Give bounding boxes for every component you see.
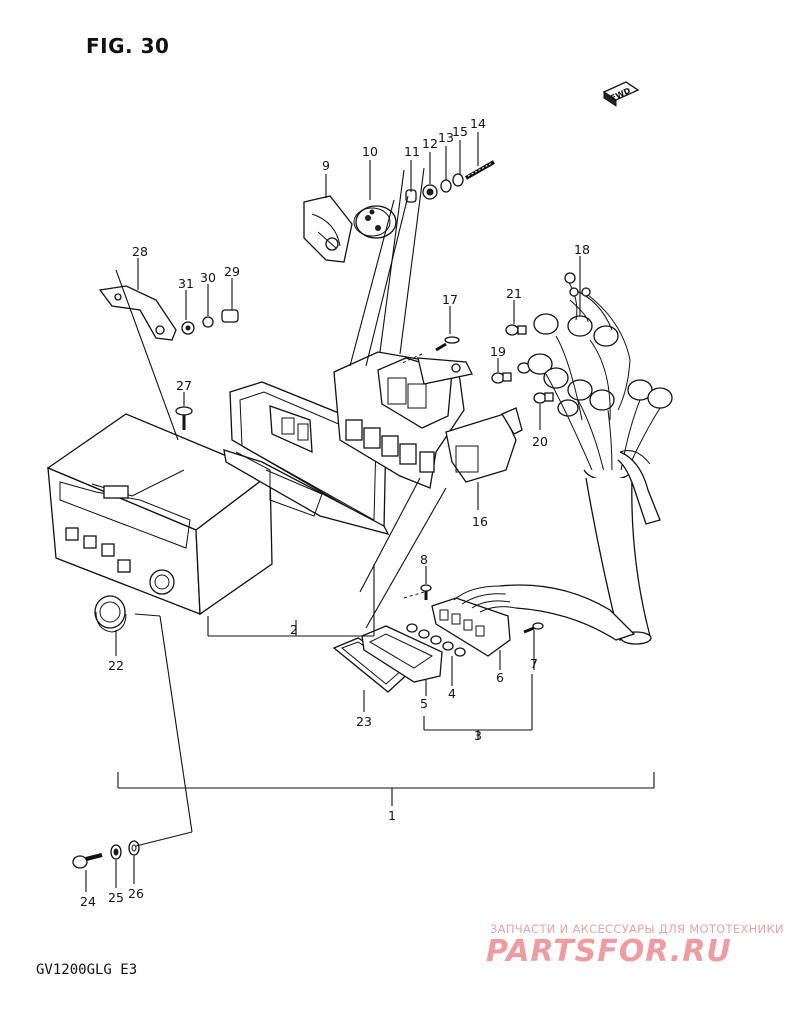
part-25-washer [110, 844, 122, 860]
leader-lines [85, 132, 655, 892]
parts-29-31-fasteners [181, 309, 239, 335]
callout-8: 8 [420, 552, 428, 567]
watermark-logo: PARTSFOR.RU [486, 934, 732, 969]
part-18-wiring-harness [527, 272, 673, 645]
callout-1: 1 [388, 808, 396, 823]
part-22-grommet [94, 595, 127, 633]
part-24-bolt [72, 853, 103, 869]
callout-21: 21 [506, 286, 522, 301]
callout-6: 6 [496, 670, 504, 685]
callout-5: 5 [420, 696, 428, 711]
callout-29: 29 [224, 264, 240, 279]
part-4-terminals [406, 623, 466, 657]
parts-11-15-hardware [405, 160, 495, 203]
callout-15: 15 [452, 124, 468, 139]
callout-13: 13 [438, 130, 454, 145]
part-5-connector-body [361, 625, 443, 683]
callout-31: 31 [178, 276, 194, 291]
callout-16: 16 [472, 514, 488, 529]
callout-20: 20 [532, 434, 548, 449]
callout-2: 2 [290, 622, 298, 637]
callout-17: 17 [442, 292, 458, 307]
callout-25: 25 [108, 890, 124, 905]
callout-12: 12 [422, 136, 438, 151]
model-code: GV1200GLG E3 [36, 962, 138, 978]
part-26-washer [128, 840, 140, 856]
part-21-bulb [505, 324, 527, 336]
forward-direction-badge: FWD [602, 81, 640, 107]
rear-lamp-block [333, 351, 473, 489]
figure-title: FIG. 30 [86, 34, 170, 58]
part-16-lamp-socket [445, 407, 523, 483]
part-28-mounting-bracket [98, 285, 177, 341]
callout-23: 23 [356, 714, 372, 729]
part-19-bulb [491, 362, 531, 384]
callout-14: 14 [470, 116, 486, 131]
callout-3: 3 [474, 728, 482, 743]
part-9-socket-bracket [303, 195, 353, 263]
callout-11: 11 [404, 144, 420, 159]
callout-24: 24 [80, 894, 96, 909]
callout-28: 28 [132, 244, 148, 259]
part-7-screw [523, 622, 544, 634]
callout-30: 30 [200, 270, 216, 285]
part-17-screw [399, 336, 460, 365]
callout-7: 7 [530, 656, 538, 671]
watermark-tagline: ЗАПЧАСТИ И АКСЕССУАРЫ ДЛЯ МОТОТЕХНИКИ [490, 922, 784, 936]
part-2-main-housing [46, 413, 273, 616]
callout-labels: 1 2 3 4 5 6 7 8 9 10 11 12 13 14 15 16 1… [80, 116, 590, 909]
callout-27: 27 [176, 378, 192, 393]
part-10-round-socket [353, 205, 397, 239]
callout-18: 18 [574, 242, 590, 257]
callout-26: 26 [128, 886, 144, 901]
part-8-screw [403, 584, 432, 600]
callout-22: 22 [108, 658, 124, 673]
callout-4: 4 [448, 686, 456, 701]
part-6-connector-block [431, 584, 636, 657]
part-20-bulb [533, 392, 554, 404]
callout-19: 19 [490, 344, 506, 359]
callout-9: 9 [322, 158, 330, 173]
callout-10: 10 [362, 144, 378, 159]
